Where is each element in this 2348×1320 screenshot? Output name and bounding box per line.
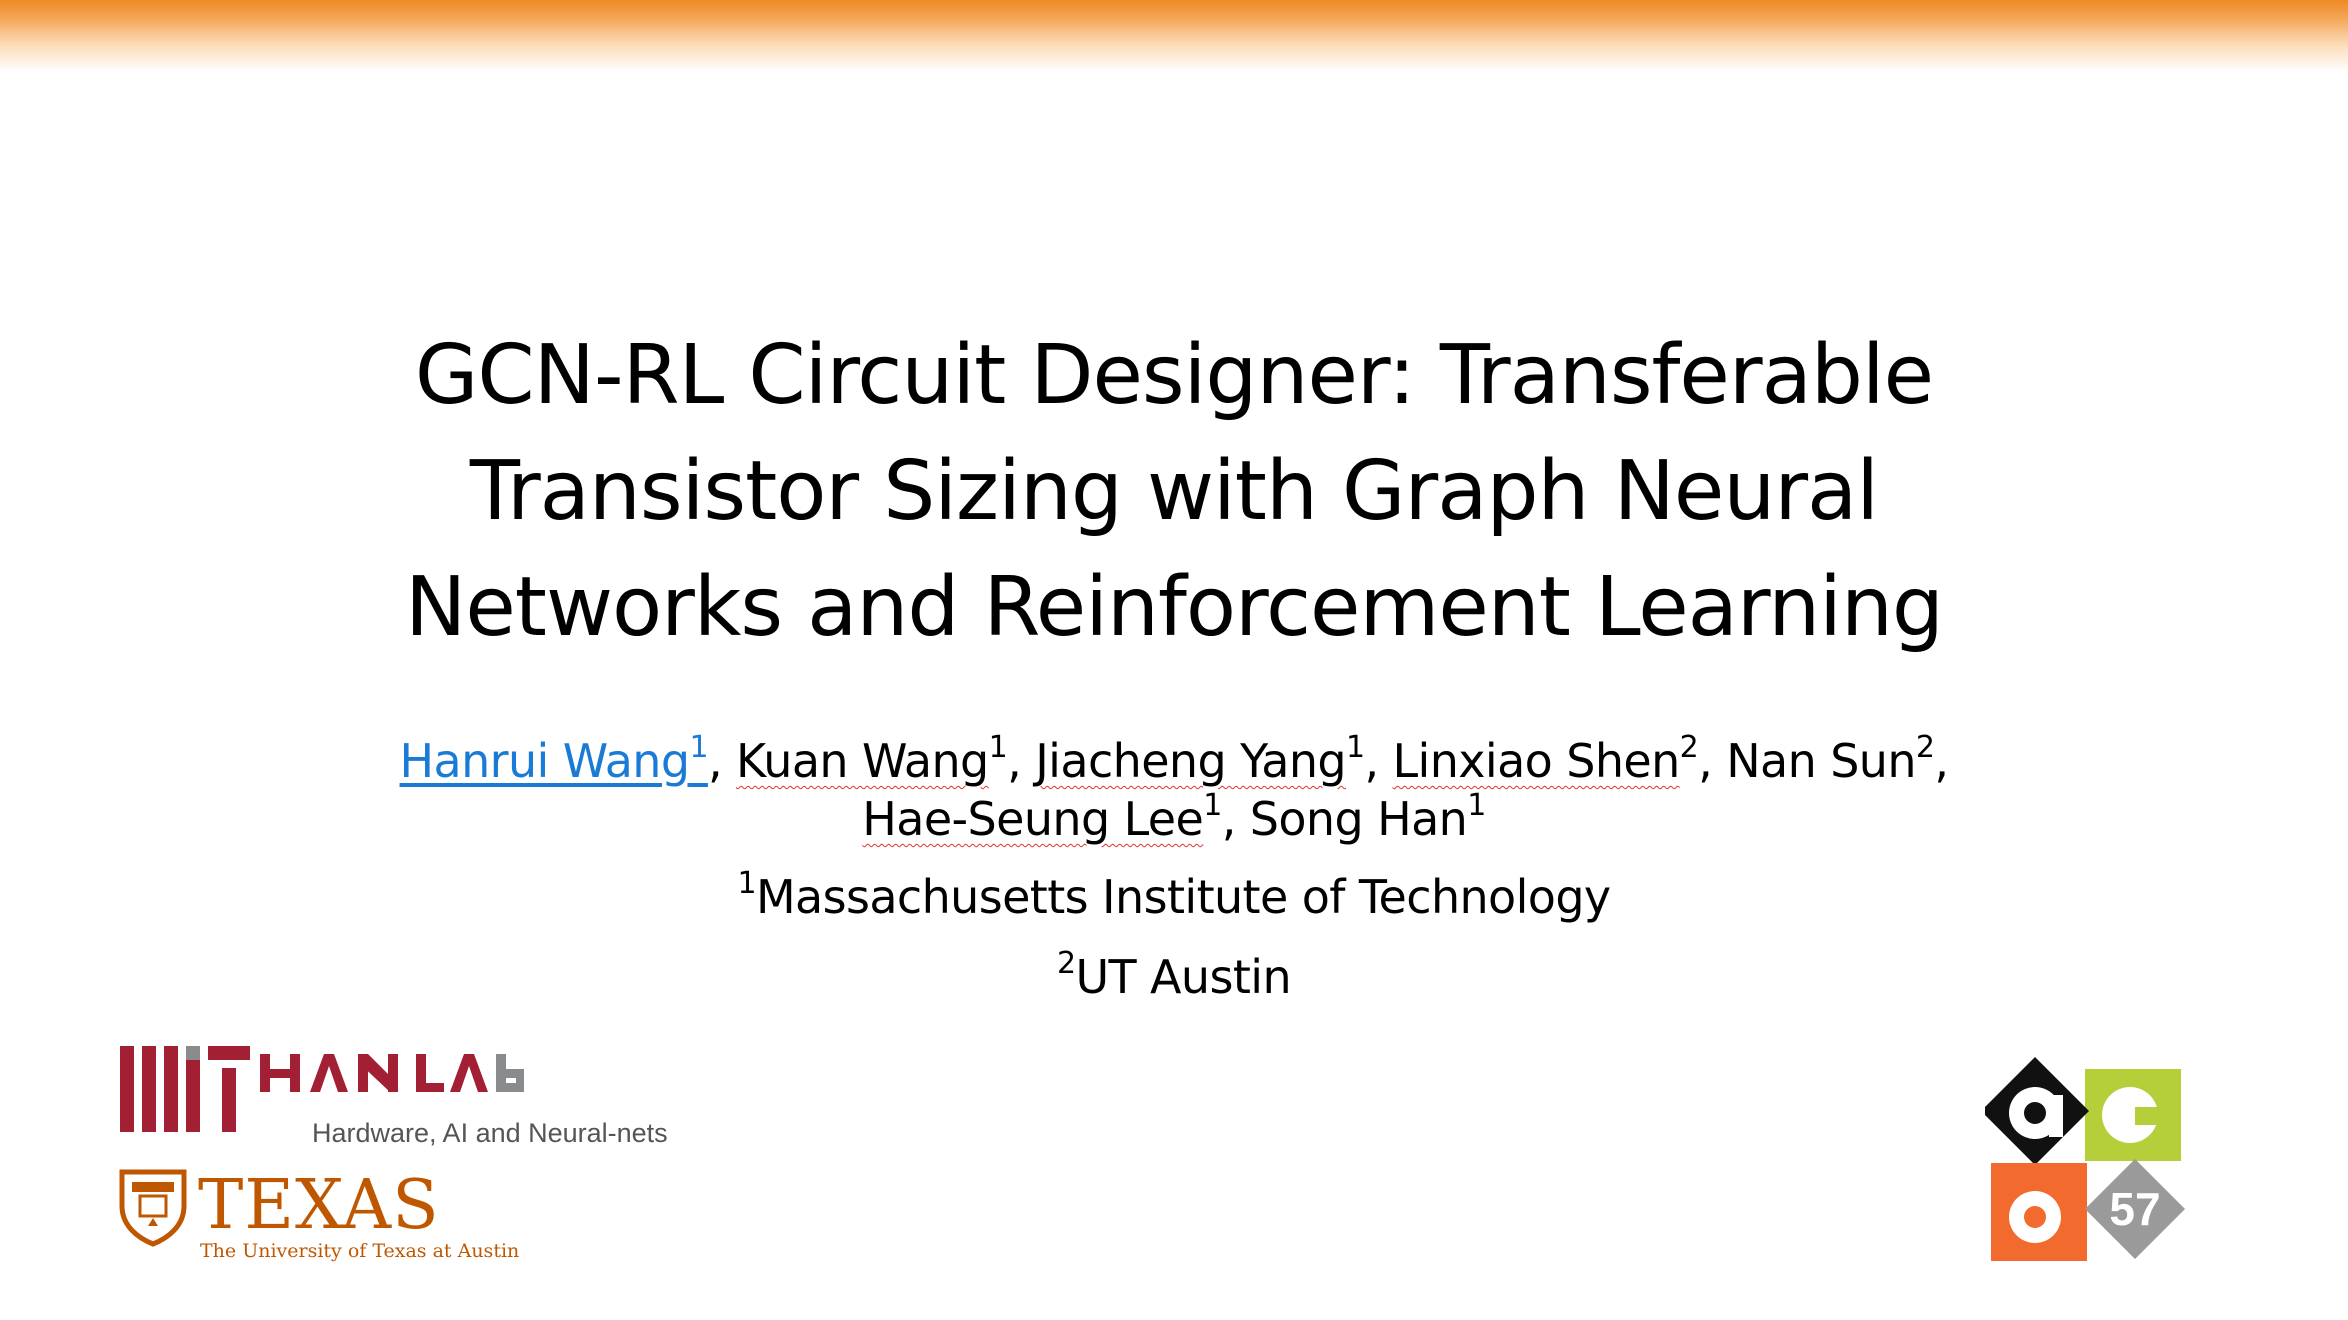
author-list: Hanrui Wang1, Kuan Wang1, Jiacheng Yang1… [200,732,2148,848]
author-name-jiacheng: Jiacheng Yang [1035,734,1346,788]
author-name-song: Song Han [1249,792,1468,846]
title-line-2: Transistor Sizing with Graph Neural [469,444,1879,539]
affiliation-name: UT Austin [1075,950,1292,1004]
author-sup: 1 [689,729,708,765]
author-sup: 1 [1345,729,1365,765]
title-line-3: Networks and Reinforcement Learning [405,560,1944,655]
dac-logo-graphic: 57 [1981,1057,2185,1261]
author-link-hanrui-wang[interactable]: Hanrui Wang1 [399,732,709,788]
title-line-1: GCN-RL Circuit Designer: Transferable [414,328,1934,423]
slide-title: GCN-RL Circuit Designer: Transferable Tr… [200,318,2148,666]
top-accent-band [0,0,2348,72]
author-sup: 1 [988,729,1008,765]
hanlab-tagline: Hardware, AI and Neural-nets [312,1118,668,1148]
author-name-kuan: Kuan Wang [735,734,989,788]
mit-hanlab-logo: Hardware, AI and Neural-nets [120,1040,690,1148]
author-line-1: Hanrui Wang1, Kuan Wang1, Jiacheng Yang1… [399,729,1949,788]
author-name: Hanrui Wang [399,734,690,788]
affiliation-ut-austin: 2UT Austin [200,948,2148,1004]
texas-wordmark: TEXAS [198,1166,440,1245]
texas-subtitle: The University of Texas at Austin [200,1240,520,1262]
ut-austin-logo: TEXAS The University of Texas at Austin [118,1166,519,1268]
author-sup: 1 [1467,787,1486,823]
dac-57-logo: 57 [1981,1055,2185,1265]
affiliation-name: Massachusetts Institute of Technology [755,870,1611,924]
mit-hanlab-logo-graphic [120,1046,524,1132]
author-sup: 2 [1679,729,1699,765]
author-name-linxiao: Linxiao Shen [1392,734,1681,788]
author-line-2: Hae-Seung Lee1, Song Han1 [862,787,1486,846]
ut-shield-icon [119,1169,187,1247]
affiliation-mit: 1Massachusetts Institute of Technology [200,868,2148,924]
author-sup: 2 [1915,729,1935,765]
author-name-hae-seung: Hae-Seung Lee [862,792,1204,846]
author-name-nan: Nan Sun [1726,734,1916,788]
dac-number: 57 [2109,1183,2160,1235]
affiliation-sup: 2 [1056,945,1076,981]
affiliation-sup: 1 [737,865,756,901]
author-sup: 1 [1203,787,1222,823]
